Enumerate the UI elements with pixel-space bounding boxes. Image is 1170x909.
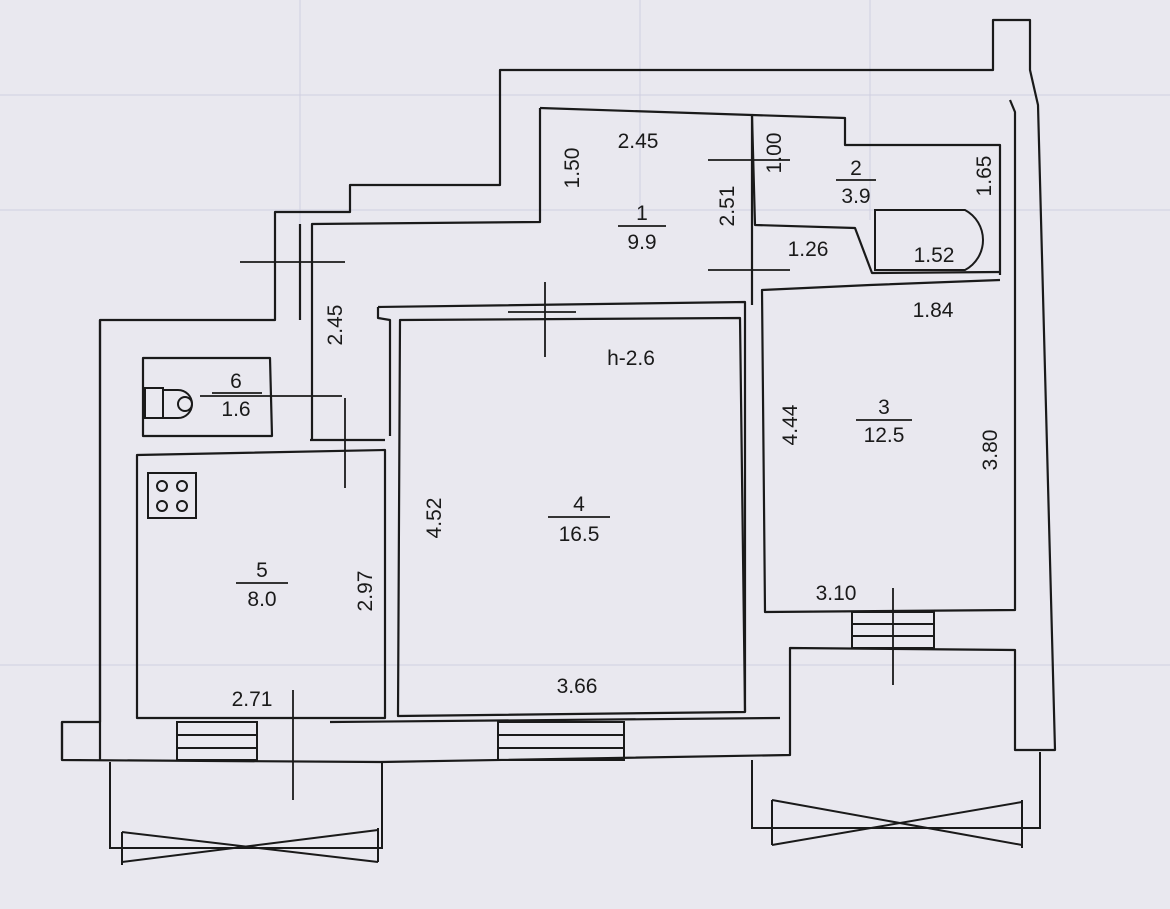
walls: [60, 18, 1057, 764]
dim-room2-left: 1.00: [763, 133, 786, 174]
dim-room3-bottom: 3.10: [816, 582, 857, 605]
dim-room2-right: 1.65: [973, 156, 996, 197]
dim-room4-bottom: 3.66: [557, 675, 598, 698]
dim-room3-left: 4.44: [779, 404, 802, 445]
room-4-area: 16.5: [559, 523, 600, 546]
dim-room1-top: 2.45: [618, 130, 659, 153]
background-grid: [0, 0, 1170, 666]
dim-room5-bottom: 2.71: [232, 688, 273, 711]
dim-room3-top-left: 1.26: [788, 238, 829, 261]
room-2-number: 2: [850, 157, 862, 180]
ceiling-height: h-2.6: [607, 347, 655, 370]
room-3-area: 12.5: [864, 424, 905, 447]
toilet-fixture: [144, 387, 193, 419]
bathtub: [874, 209, 984, 271]
dim-bath-width: 1.52: [914, 244, 955, 267]
room-6-area: 1.6: [221, 398, 250, 421]
room-2-area: 3.9: [841, 185, 870, 208]
stove-fixture: [147, 472, 197, 519]
room-5-number: 5: [256, 559, 268, 582]
dim-corridor-left: 2.45: [324, 305, 347, 346]
room-5-area: 8.0: [247, 588, 276, 611]
room-6-number: 6: [230, 370, 242, 393]
window-living: [497, 721, 625, 761]
room-1-area: 9.9: [627, 231, 656, 254]
dim-room1-right: 2.51: [716, 186, 739, 227]
door-marks: [200, 159, 894, 800]
window-kitchen: [176, 721, 258, 761]
dim-room3-top: 1.84: [913, 299, 954, 322]
balcony-left: [109, 762, 383, 865]
room-4-number: 4: [573, 493, 585, 516]
room-1-number: 1: [636, 202, 648, 225]
balcony-right: [751, 752, 1041, 848]
room-3-number: 3: [878, 396, 890, 419]
dim-room4-left: 4.52: [423, 498, 446, 539]
dim-room1-left: 1.50: [561, 148, 584, 189]
room-label-bars: [212, 179, 912, 584]
dim-room5-right: 2.97: [354, 571, 377, 612]
dim-room3-right: 3.80: [979, 430, 1002, 471]
